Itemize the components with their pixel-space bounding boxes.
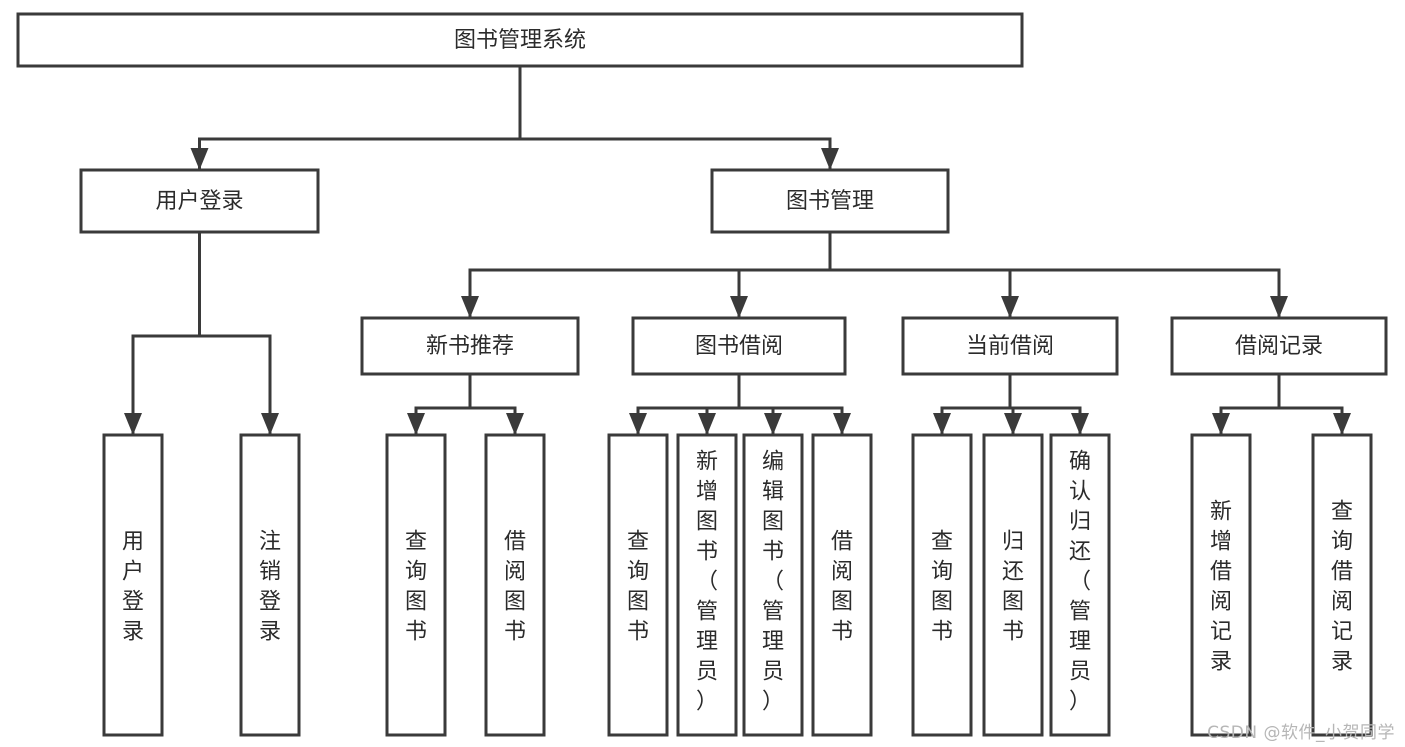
connectors-layer xyxy=(124,64,1351,435)
arrow-head xyxy=(764,413,782,435)
node-current-borrow[interactable]: 当前借阅 xyxy=(901,316,1119,376)
node-label-new-book-recommend: 新书推荐 xyxy=(426,334,514,359)
node-box-book-borrow xyxy=(631,316,847,376)
node-box-leaf-borrow-book xyxy=(811,433,873,737)
arrow-head xyxy=(1333,413,1351,435)
nodes-layer: 图书管理系统用户登录图书管理新书推荐图书借阅当前借阅借阅记录用户登录注销登录查询… xyxy=(16,12,1388,737)
node-leaf-query-book-current[interactable]: 查询图书 xyxy=(911,433,973,737)
node-label-leaf-logout: 注销登录 xyxy=(259,529,281,644)
node-box-leaf-query-book-current xyxy=(911,433,973,737)
node-label-leaf-query-book-recommend: 查询图书 xyxy=(405,529,427,644)
node-root[interactable]: 图书管理系统 xyxy=(16,12,1024,68)
node-label-leaf-user-login: 用户登录 xyxy=(122,529,144,644)
node-user-login[interactable]: 用户登录 xyxy=(79,168,320,234)
node-box-leaf-edit-book xyxy=(742,433,804,737)
node-box-leaf-query-borrow-record xyxy=(1311,433,1373,737)
node-box-leaf-borrow-book-recommend xyxy=(484,433,546,737)
node-label-leaf-add-book: 新增图书（管理员） xyxy=(696,449,718,714)
node-leaf-user-login[interactable]: 用户登录 xyxy=(102,433,164,737)
node-book-borrow[interactable]: 图书借阅 xyxy=(631,316,847,376)
arrow-head xyxy=(407,413,425,435)
watermark-label: CSDN @软件_小贺同学 xyxy=(1207,723,1395,743)
node-box-leaf-return-book xyxy=(982,433,1044,737)
node-new-book-recommend[interactable]: 新书推荐 xyxy=(360,316,580,376)
node-box-leaf-query-book-borrow xyxy=(607,433,669,737)
node-label-leaf-query-book-borrow: 查询图书 xyxy=(627,529,649,644)
node-box-new-book-recommend xyxy=(360,316,580,376)
node-leaf-query-book-recommend[interactable]: 查询图书 xyxy=(385,433,447,737)
node-label-leaf-borrow-book: 借阅图书 xyxy=(831,529,853,644)
node-leaf-edit-book[interactable]: 编辑图书（管理员） xyxy=(742,433,804,737)
arrow-head xyxy=(190,148,209,170)
arrow-head xyxy=(1270,296,1288,318)
node-label-borrow-record: 借阅记录 xyxy=(1235,334,1323,359)
node-label-book-borrow: 图书借阅 xyxy=(695,334,783,359)
node-box-leaf-logout xyxy=(239,433,301,737)
arrow-head xyxy=(730,296,748,318)
node-box-leaf-add-borrow-record xyxy=(1190,433,1252,737)
node-box-leaf-add-book xyxy=(676,433,738,737)
arrow-head xyxy=(506,413,524,435)
arrow-head xyxy=(933,413,951,435)
node-label-leaf-query-borrow-record: 查询借阅记录 xyxy=(1331,499,1353,674)
node-label-user-login: 用户登录 xyxy=(155,189,243,214)
node-book-management[interactable]: 图书管理 xyxy=(710,168,950,234)
arrow-head xyxy=(833,413,851,435)
node-box-leaf-query-book-recommend xyxy=(385,433,447,737)
arrow-head xyxy=(1212,413,1230,435)
arrow-head xyxy=(124,413,142,435)
arrow-head xyxy=(461,296,479,318)
node-box-current-borrow xyxy=(901,316,1119,376)
node-box-book-management xyxy=(710,168,950,234)
node-leaf-add-borrow-record[interactable]: 新增借阅记录 xyxy=(1190,433,1252,737)
node-label-leaf-add-borrow-record: 新增借阅记录 xyxy=(1210,499,1232,674)
node-label-root: 图书管理系统 xyxy=(454,28,586,53)
arrow-head xyxy=(261,413,279,435)
node-label-leaf-borrow-book-recommend: 借阅图书 xyxy=(504,529,526,644)
node-label-current-borrow: 当前借阅 xyxy=(966,334,1054,359)
node-leaf-logout[interactable]: 注销登录 xyxy=(239,433,301,737)
node-box-leaf-confirm-return xyxy=(1049,433,1111,737)
node-box-user-login xyxy=(79,168,320,234)
node-box-leaf-user-login xyxy=(102,433,164,737)
node-leaf-return-book[interactable]: 归还图书 xyxy=(982,433,1044,737)
arrow-head xyxy=(629,413,647,435)
node-label-leaf-confirm-return: 确认归还（管理员） xyxy=(1069,449,1091,714)
node-leaf-query-borrow-record[interactable]: 查询借阅记录 xyxy=(1311,433,1373,737)
node-box-root xyxy=(16,12,1024,68)
node-leaf-confirm-return[interactable]: 确认归还（管理员） xyxy=(1049,433,1111,737)
node-label-leaf-query-book-current: 查询图书 xyxy=(931,529,953,644)
arrow-head xyxy=(1071,413,1089,435)
arrow-head xyxy=(698,413,716,435)
node-label-leaf-return-book: 归还图书 xyxy=(1002,529,1024,644)
arrow-head xyxy=(821,148,839,170)
node-leaf-borrow-book-recommend[interactable]: 借阅图书 xyxy=(484,433,546,737)
node-label-book-management: 图书管理 xyxy=(786,189,874,214)
arrow-head xyxy=(1004,413,1022,435)
node-leaf-query-book-borrow[interactable]: 查询图书 xyxy=(607,433,669,737)
node-label-leaf-edit-book: 编辑图书（管理员） xyxy=(762,449,784,714)
node-borrow-record[interactable]: 借阅记录 xyxy=(1170,316,1388,376)
node-box-borrow-record xyxy=(1170,316,1388,376)
node-leaf-add-book[interactable]: 新增图书（管理员） xyxy=(676,433,738,737)
arrow-head xyxy=(1001,296,1019,318)
node-leaf-borrow-book[interactable]: 借阅图书 xyxy=(811,433,873,737)
